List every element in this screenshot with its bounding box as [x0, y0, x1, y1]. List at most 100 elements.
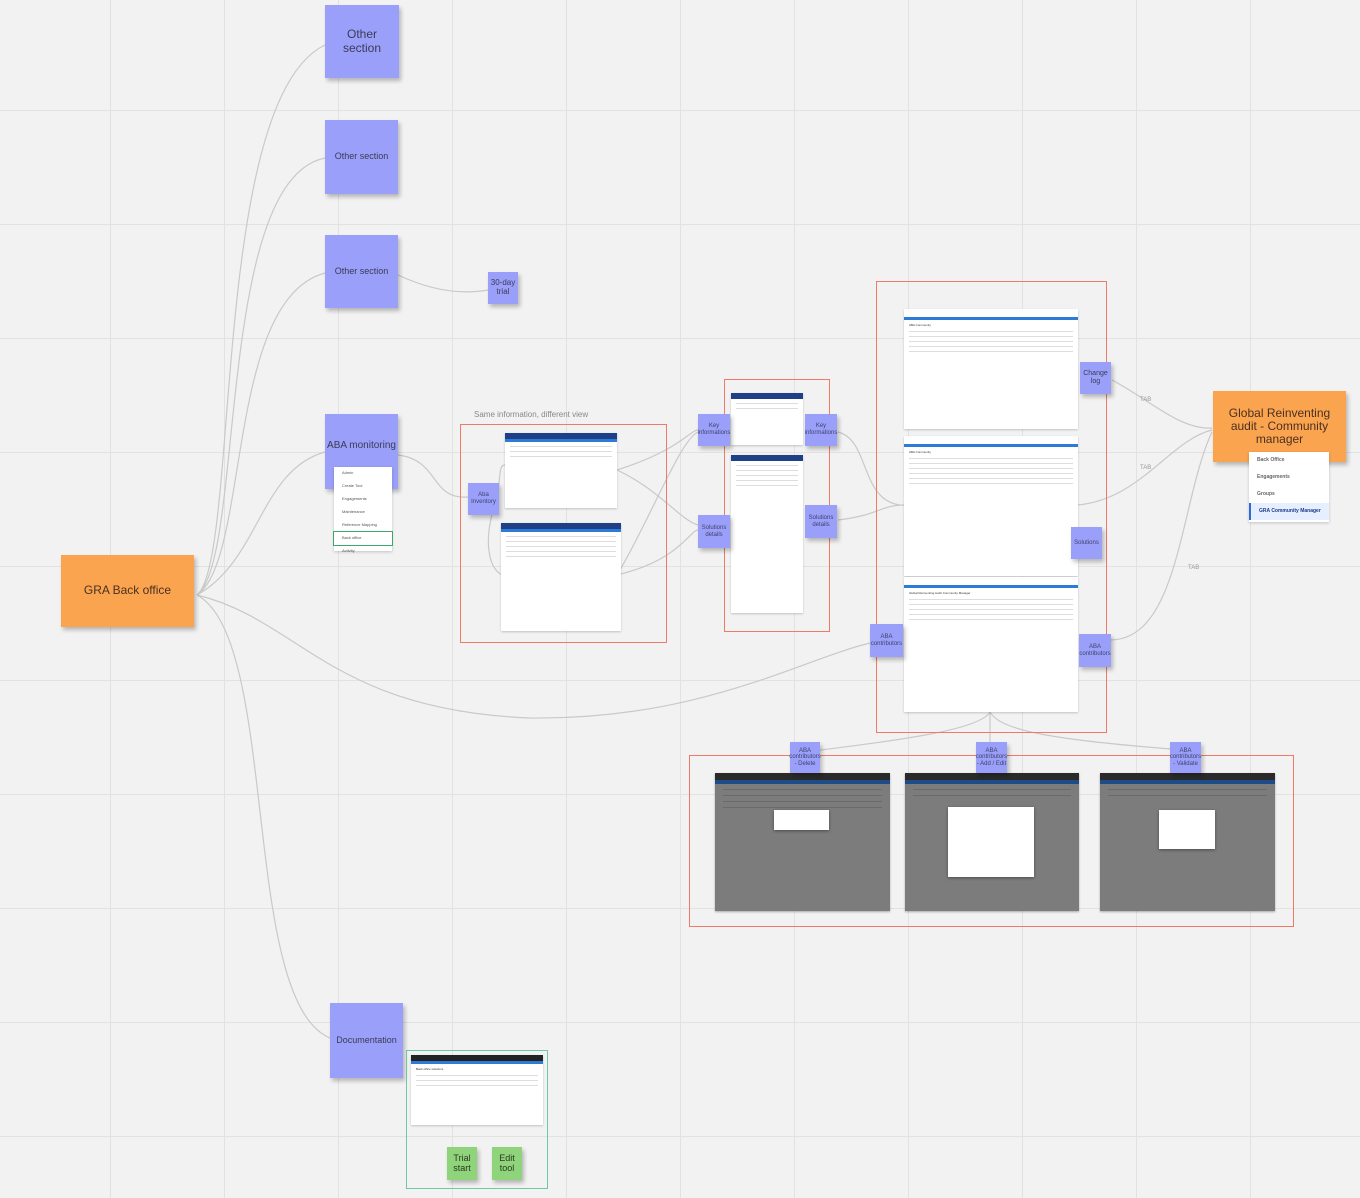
connector-line — [1111, 379, 1213, 429]
menu-item[interactable]: Groups — [1257, 491, 1275, 497]
screen-line — [909, 614, 1073, 615]
screen-header — [1100, 773, 1275, 780]
menu-item[interactable]: Engagements — [342, 496, 367, 501]
screen-line — [909, 604, 1073, 605]
aba-contributors-label: ABA contributors — [870, 633, 903, 647]
connector-line — [196, 594, 331, 1039]
screen-thumbnail[interactable] — [501, 523, 621, 631]
screen-line — [723, 795, 882, 796]
other-section-label: Other section — [334, 265, 389, 276]
contrib-delete-label: ABA contributors - Delete — [789, 747, 821, 767]
screen-bar — [411, 1061, 543, 1064]
trial-start-label: Trial start — [453, 1152, 471, 1173]
menu-item[interactable]: Reference Mapping — [342, 522, 377, 527]
screen-line — [909, 599, 1073, 600]
screen-thumbnail[interactable]: ABA Community — [904, 436, 1078, 576]
other-section-sticky[interactable]: Other section — [325, 235, 398, 308]
screen-line — [736, 403, 798, 404]
aba-inventory-sticky[interactable]: Aba Inventory — [468, 483, 499, 515]
screen-header — [411, 1055, 543, 1061]
screen-header — [905, 773, 1079, 780]
screen-line — [909, 619, 1073, 620]
solutions-details-label: Solutions details — [808, 514, 834, 528]
connector-line — [196, 157, 326, 596]
screen-line — [736, 475, 798, 476]
aba-contributors-label: ABA contributors — [1079, 643, 1111, 657]
menu-item[interactable]: Activity — [342, 548, 355, 553]
screen-thumbnail[interactable] — [731, 455, 803, 613]
edit-tool-label: Edit tool — [499, 1152, 515, 1173]
screen-thumbnail[interactable]: Back office solutions — [411, 1055, 543, 1125]
community-frame — [876, 281, 1107, 733]
add-edit-modal[interactable] — [948, 807, 1034, 877]
screen-line — [909, 458, 1073, 459]
contrib-delete-sticky[interactable]: ABA contributors - Delete — [789, 742, 821, 773]
screen-thumbnail[interactable]: Global Reinventing Audit Community Manag… — [904, 577, 1078, 712]
delete-modal[interactable] — [774, 810, 829, 830]
other-section-sticky[interactable]: Other section — [325, 5, 399, 78]
solutions-sticky[interactable]: Solutions — [1071, 527, 1102, 559]
menu-item[interactable]: Admin — [342, 470, 354, 475]
menu-item[interactable]: Maintenance — [342, 509, 365, 514]
screen-line — [909, 478, 1073, 479]
solutions-label: Solutions — [1074, 539, 1099, 546]
screen-line — [909, 341, 1073, 342]
key-info-sticky[interactable]: Key informations — [698, 414, 730, 446]
gra-menu: Back Office Engagements Groups GRA Commu… — [1249, 452, 1329, 522]
menu-item-selected[interactable]: Back office — [333, 531, 393, 546]
screen-header — [731, 393, 803, 399]
solutions-details-sticky[interactable]: Solutions details — [698, 515, 730, 548]
documentation-sticky[interactable]: Documentation — [330, 1003, 403, 1078]
screen-line — [723, 789, 882, 790]
key-info-label: Key informations — [697, 423, 731, 436]
aba-monitoring-label: ABA monitoring — [327, 440, 396, 451]
menu-item[interactable]: Create Tool — [342, 483, 363, 488]
screen-line — [506, 556, 616, 557]
screen-line — [909, 346, 1073, 347]
connector-line — [196, 44, 326, 596]
screen-line — [909, 468, 1073, 469]
gra-back-office-sticky[interactable]: GRA Back office — [61, 555, 194, 627]
documentation-label: Documentation — [336, 1034, 397, 1045]
screen-thumbnail-validate[interactable] — [1100, 773, 1275, 911]
screen-line — [510, 451, 612, 452]
other-section-sticky[interactable]: Other section — [325, 120, 398, 194]
aba-contributors-sticky[interactable]: ABA contributors — [870, 624, 903, 657]
screen-line — [909, 473, 1073, 474]
screen-line — [909, 609, 1073, 610]
screen-thumbnail[interactable] — [731, 393, 803, 445]
aba-contributors-sticky[interactable]: ABA contributors — [1079, 634, 1111, 667]
screen-line — [736, 470, 798, 471]
screen-header — [715, 773, 890, 780]
contrib-validate-sticky[interactable]: ABA contributors - Validate — [1170, 742, 1201, 773]
trial-start-sticky[interactable]: Trial start — [447, 1147, 477, 1180]
solutions-details-sticky[interactable]: Solutions details — [805, 505, 837, 538]
tab-label: TAB — [1188, 565, 1200, 571]
edit-tool-sticky[interactable]: Edit tool — [492, 1147, 522, 1180]
screen-line — [723, 807, 882, 808]
screen-title: Global Reinventing Audit Community Manag… — [909, 591, 971, 595]
screen-thumbnail[interactable] — [505, 433, 617, 508]
screen-thumbnail[interactable]: ABA Community — [904, 309, 1078, 429]
screen-bar — [904, 585, 1078, 588]
global-reinventing-sticky[interactable]: Global Reinventing audit - Community man… — [1213, 391, 1346, 462]
menu-item[interactable]: Back Office — [1257, 457, 1285, 463]
menu-item-selected[interactable]: GRA Community Manager — [1249, 503, 1329, 520]
screen-line — [736, 408, 798, 409]
contrib-validate-label: ABA contributors - Validate — [1169, 747, 1202, 767]
screen-line — [416, 1075, 538, 1076]
trial-30-day-sticky[interactable]: 30-day trial — [488, 272, 518, 304]
menu-item[interactable]: Engagements — [1257, 474, 1290, 480]
connector-line — [397, 274, 489, 293]
screen-thumbnail-add-edit[interactable] — [905, 773, 1079, 911]
key-info-sticky[interactable]: Key informations — [805, 414, 837, 446]
contrib-add-edit-sticky[interactable]: ABA contributors - Add / Edit — [976, 742, 1007, 773]
screen-thumbnail-delete[interactable] — [715, 773, 890, 911]
documentation-frame — [406, 1050, 548, 1189]
change-log-label: Change log — [1083, 370, 1108, 385]
validate-modal[interactable] — [1159, 810, 1215, 849]
change-log-sticky[interactable]: Change log — [1080, 362, 1111, 394]
screen-header — [904, 577, 1078, 585]
screen-line — [506, 541, 616, 542]
